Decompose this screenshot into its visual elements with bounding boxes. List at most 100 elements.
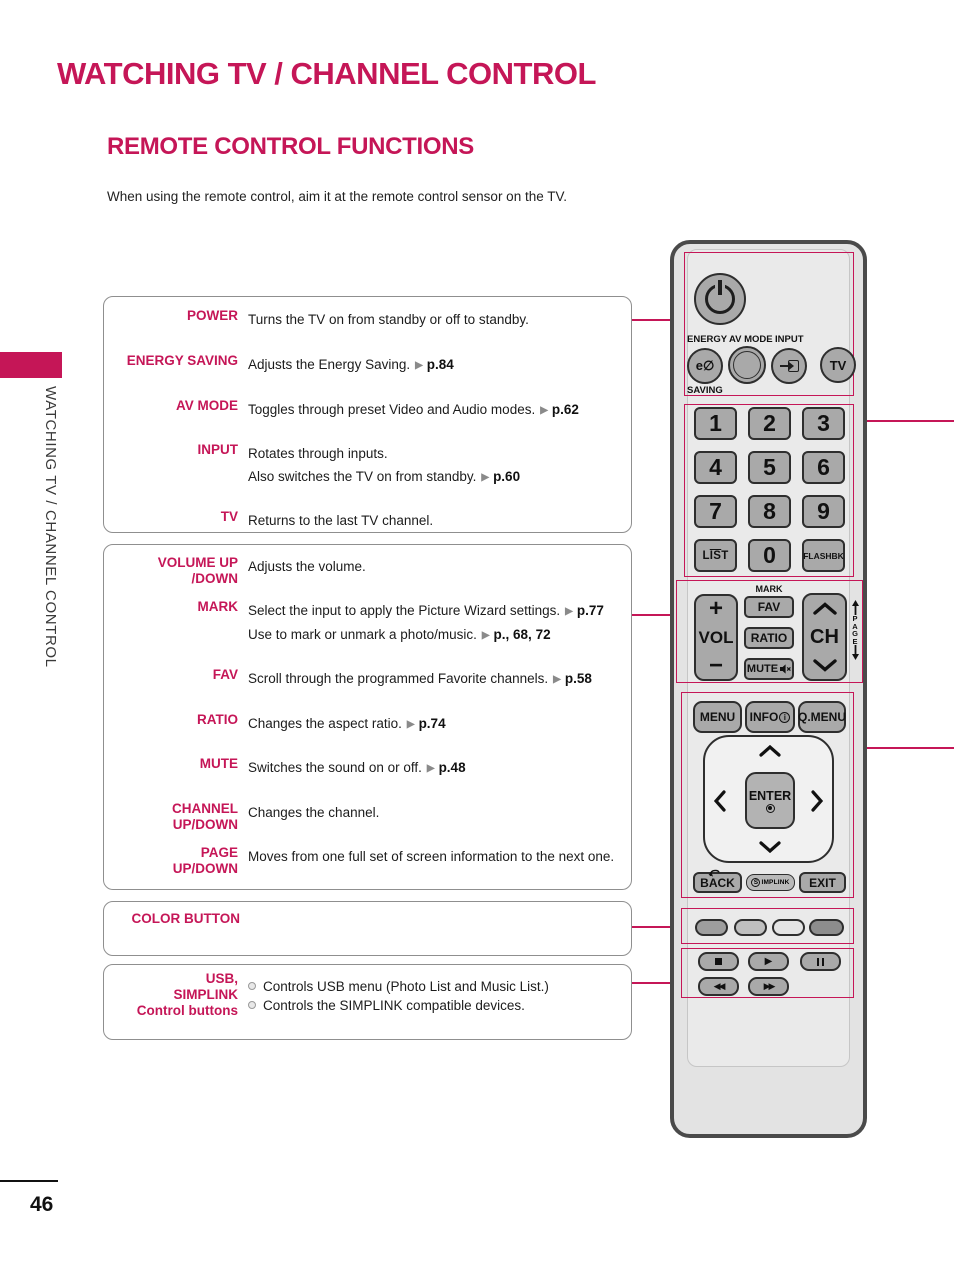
flashbk-button[interactable]: FLASHBK: [802, 539, 845, 572]
pause-button[interactable]: [800, 952, 841, 971]
rewind-button[interactable]: ◀◀: [698, 977, 739, 996]
simplink-button[interactable]: S IMPLINK: [746, 874, 795, 891]
usb-bullet-2: Controls the SIMPLINK compatible devices…: [248, 996, 619, 1015]
digit-6-button[interactable]: 6: [802, 451, 845, 484]
digit-9-button[interactable]: 9: [802, 495, 845, 528]
navigation-pad: ENTER: [703, 735, 834, 863]
desc-text: Toggles through preset Video and Audio m…: [248, 402, 536, 417]
label-control-buttons: Control buttons: [136, 1003, 238, 1018]
label-page: PAGE: [200, 845, 238, 860]
nav-down-button[interactable]: [758, 841, 782, 853]
callout-line-power: [632, 319, 682, 321]
channel-label: CH: [810, 625, 839, 648]
row-tv: TV Returns to the last TV channel.: [114, 509, 619, 532]
digit-7-button[interactable]: 7: [694, 495, 737, 528]
row-volume: VOLUME UP/DOWN Adjusts the volume.: [114, 555, 619, 587]
footer-rule: [0, 1180, 58, 1182]
remote-control-illustration: ENERGY AV MODE INPUT e∅ TV SAVING 1 2 3 …: [670, 240, 867, 1138]
bullet-ring-icon: [248, 1001, 256, 1009]
digit-2-button[interactable]: 2: [748, 407, 791, 440]
pause-icon: [816, 957, 820, 966]
row-power: POWER Turns the TV on from standby or of…: [114, 308, 619, 331]
power-button[interactable]: [694, 273, 746, 325]
function-box-usb-simplink: USB, SIMPLINK Control buttons Controls U…: [103, 964, 632, 1040]
digit-4-button[interactable]: 4: [694, 451, 737, 484]
label-ratio: RATIO: [197, 712, 238, 727]
label-av-mode: AV MODE: [175, 398, 238, 413]
callout-line-playback: [632, 982, 682, 984]
chevron-up-icon: [812, 602, 837, 615]
desc-text: Adjusts the Energy Saving.: [248, 357, 411, 372]
digit-3-button[interactable]: 3: [802, 407, 845, 440]
energy-saving-button[interactable]: e∅: [687, 348, 723, 384]
label-mark: MARK: [197, 599, 239, 614]
function-box-color-button: COLOR BUTTON: [103, 901, 632, 956]
remote-section-power: ENERGY AV MODE INPUT e∅ TV SAVING: [684, 252, 856, 396]
enter-dot-icon: [765, 803, 775, 813]
tv-button-label: TV: [829, 357, 847, 373]
input-button[interactable]: [771, 348, 807, 384]
page-ref: p.48: [422, 760, 466, 775]
play-button[interactable]: ▶: [748, 952, 789, 971]
av-mode-button[interactable]: [728, 346, 766, 384]
digit-5-button[interactable]: 5: [748, 451, 791, 484]
color-button-blue[interactable]: [809, 919, 844, 936]
section-title: REMOTE CONTROL FUNCTIONS: [107, 133, 475, 160]
digit-0-button[interactable]: 0: [748, 539, 791, 572]
volume-button[interactable]: + VOL −: [694, 594, 738, 681]
page-ref: p., 68, 72: [477, 627, 551, 642]
nav-right-button[interactable]: [811, 789, 823, 813]
tv-button[interactable]: TV: [820, 347, 856, 383]
stop-button[interactable]: [698, 952, 739, 971]
nav-left-button[interactable]: [714, 789, 726, 813]
function-box-power: POWER Turns the TV on from standby or of…: [103, 296, 632, 533]
desc-text: Moves from one full set of screen inform…: [248, 849, 615, 864]
sidebar-vertical-text: WATCHING TV / CHANNEL CONTROL: [42, 386, 59, 668]
desc-text: Adjusts the volume.: [248, 559, 366, 574]
color-button-green[interactable]: [734, 919, 767, 936]
nav-up-button[interactable]: [758, 745, 782, 757]
volume-label: VOL: [698, 627, 734, 647]
color-button-red[interactable]: [695, 919, 728, 936]
label-simplink: SIMPLINK: [173, 987, 238, 1002]
fast-forward-button[interactable]: ▶▶: [748, 977, 789, 996]
label-usb: USB,: [205, 971, 238, 986]
chevron-down-icon: [812, 659, 837, 672]
ratio-button[interactable]: RATIO: [744, 627, 794, 649]
saving-label: SAVING: [687, 385, 723, 396]
simplink-s-icon: S: [751, 878, 761, 887]
label-input: INPUT: [197, 442, 239, 457]
callout-line-menu: [855, 747, 954, 749]
label-channel-updown: UP/DOWN: [172, 817, 238, 832]
enter-button[interactable]: ENTER: [745, 772, 795, 829]
qmenu-button[interactable]: Q.MENU: [798, 701, 846, 733]
menu-button[interactable]: MENU: [693, 701, 742, 733]
input-label: INPUT: [775, 334, 804, 345]
color-button-yellow[interactable]: [772, 919, 805, 936]
arrow-up-icon: [851, 600, 859, 615]
label-power: POWER: [186, 308, 238, 323]
page-ref: p.60: [476, 469, 520, 484]
desc-text: Use to mark or unmark a photo/music.: [248, 627, 477, 642]
exit-button[interactable]: EXIT: [799, 872, 846, 893]
channel-button[interactable]: CH: [802, 593, 847, 681]
desc-text: Scroll through the programmed Favorite c…: [248, 671, 549, 686]
digit-8-button[interactable]: 8: [748, 495, 791, 528]
energy-saving-icon: e∅: [695, 358, 715, 373]
label-volume-down: /DOWN: [191, 571, 239, 586]
power-icon: [705, 280, 735, 314]
mute-button[interactable]: MUTE: [744, 658, 794, 680]
desc-text: Returns to the last TV channel.: [248, 513, 434, 528]
remote-section-color-buttons: [681, 908, 854, 944]
back-button[interactable]: BACK: [693, 869, 742, 893]
digit-1-button[interactable]: 1: [694, 407, 737, 440]
label-energy-saving: ENERGY SAVING: [126, 353, 238, 368]
fav-button[interactable]: FAV: [744, 596, 794, 618]
info-icon: i: [779, 711, 791, 723]
row-mark: MARK Select the input to apply the Pictu…: [114, 599, 619, 647]
row-av-mode: AV MODE Toggles through preset Video and…: [114, 398, 619, 422]
